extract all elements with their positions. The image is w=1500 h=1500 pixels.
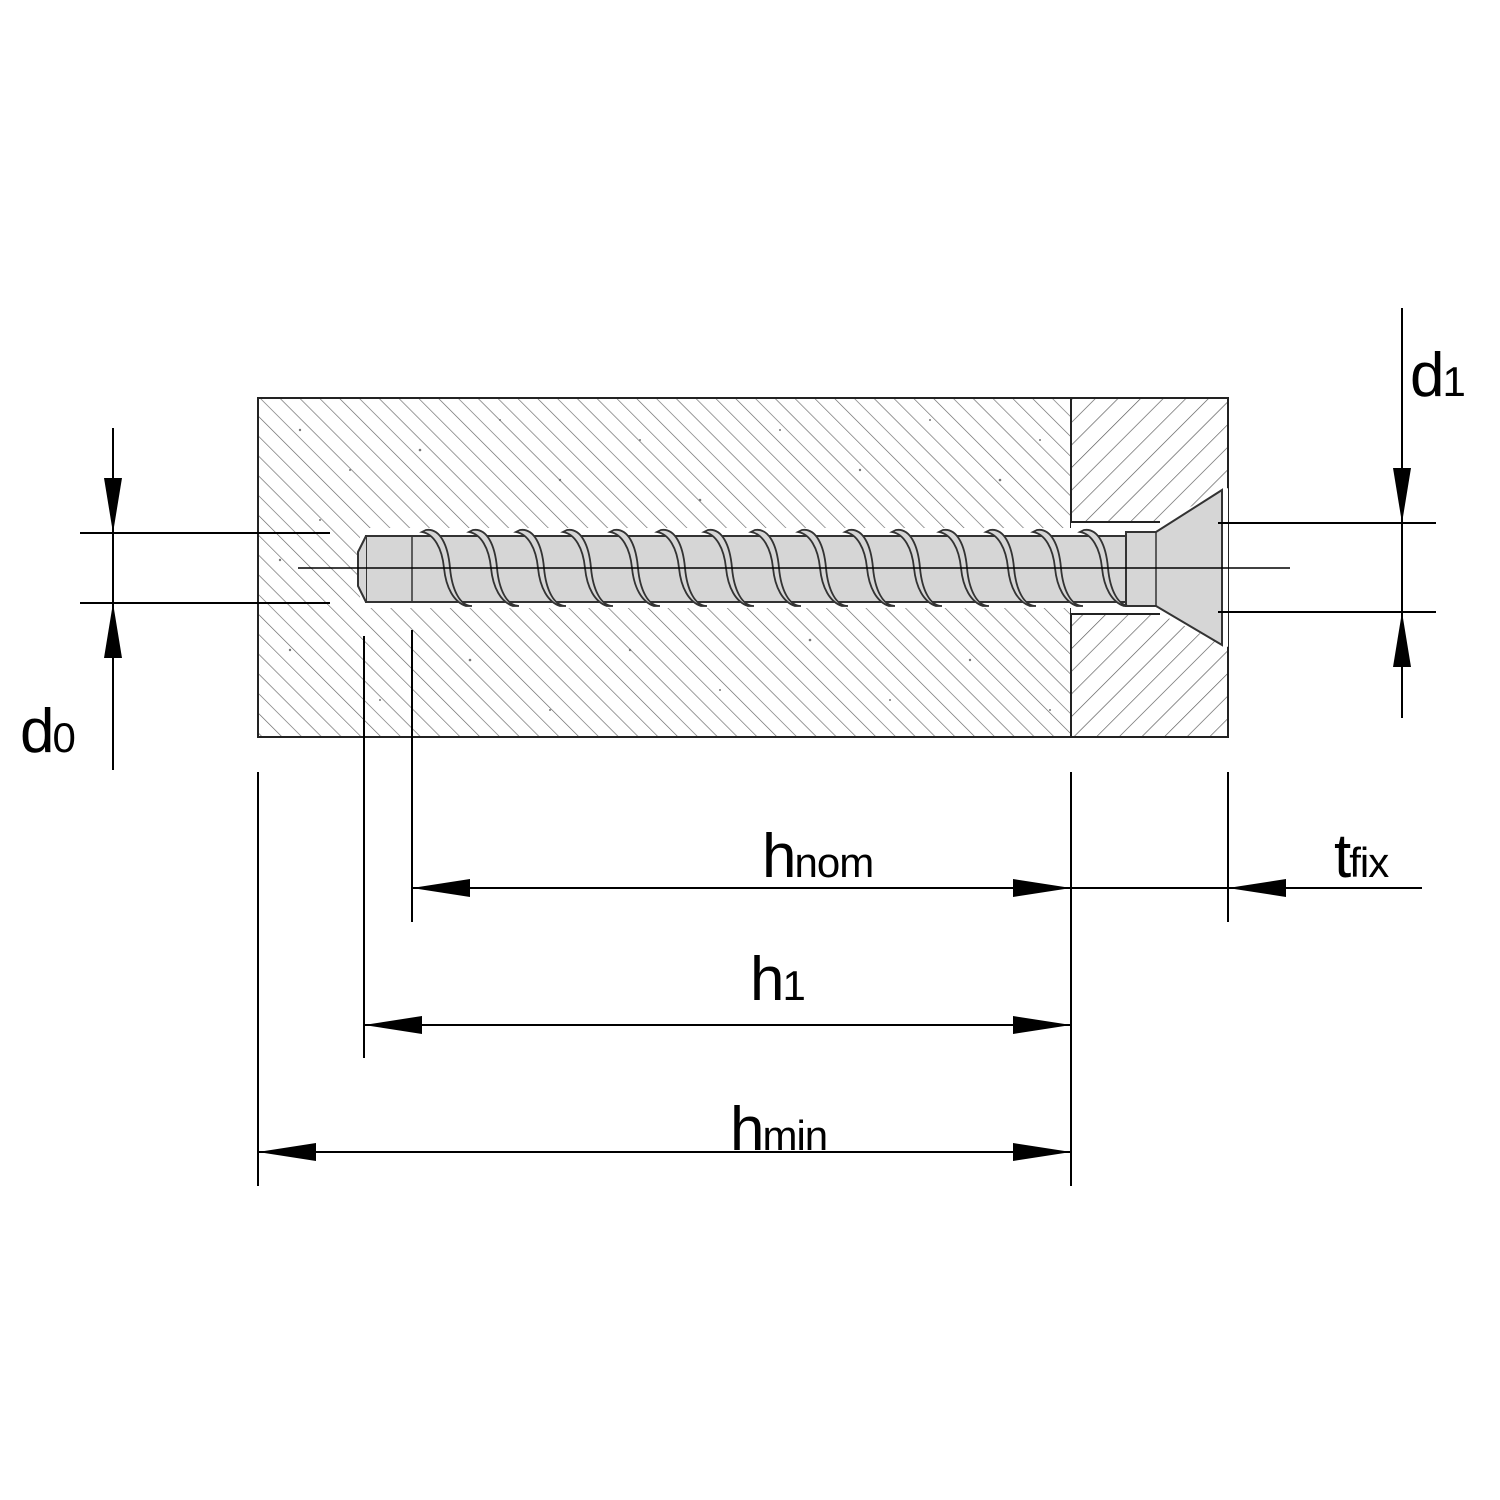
tfix-label: tfix: [1334, 822, 1389, 891]
d0-label: d0: [20, 697, 75, 766]
d0-dimension: d0: [20, 428, 330, 770]
concrete-speckle: [278, 419, 1051, 711]
d1-label: d1: [1410, 341, 1465, 410]
hmin-dimension: hmin: [258, 1095, 1071, 1164]
hnom-dimension: hnom: [412, 822, 1071, 897]
tfix-dimension: tfix: [1071, 822, 1422, 897]
h1-dimension: h1: [364, 945, 1071, 1034]
hnom-label: hnom: [762, 822, 873, 891]
d1-dimension: d1: [1218, 308, 1466, 718]
h1-label: h1: [750, 945, 805, 1014]
screw-tip: [357, 535, 367, 603]
hmin-label: hmin: [730, 1095, 827, 1164]
